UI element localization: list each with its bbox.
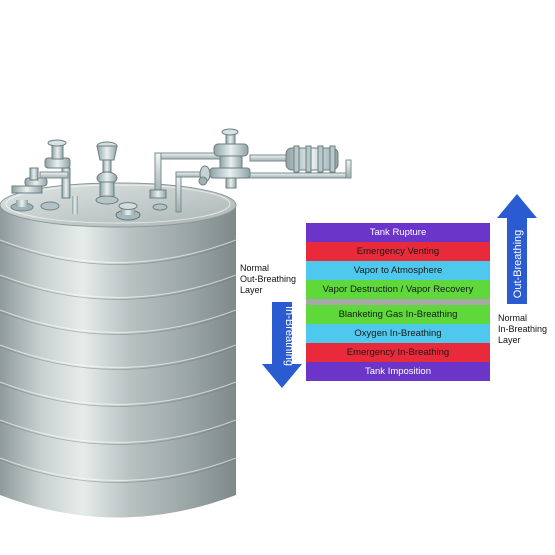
out-breathing-arrow-icon: Out-Breathing: [497, 194, 537, 304]
pressure-regulator: [11, 139, 71, 199]
layer-tank-imposition: Tank Imposition: [306, 362, 490, 381]
normal-out-breathing-label: Normal Out-Breathing Layer: [240, 263, 297, 295]
layer-vapor-destruction-vapor-recovery: Vapor Destruction / Vapor Recovery: [306, 280, 490, 299]
layer-tank-rupture: Tank Rupture: [306, 223, 490, 242]
roof-fittings: [10, 196, 168, 221]
layer-oxygen-in-breathing: Oxygen In-Breathing: [306, 324, 490, 343]
layer-emergency-venting: Emergency Venting: [306, 242, 490, 261]
in-breathing-arrow-icon: In-Breathing: [262, 302, 302, 388]
normal-in-breathing-label: Normal In-Breathing Layer: [498, 313, 548, 345]
out-breathing-text: Out-Breathing: [512, 230, 524, 298]
layer-emergency-in-breathing: Emergency In-Breathing: [306, 343, 490, 362]
in-breathing-text: In-Breathing: [283, 306, 295, 366]
layer-separator: [306, 299, 490, 305]
layer-blanketing-gas-in-breathing: Blanketing Gas In-Breathing: [306, 305, 490, 324]
center-relief-valve: [95, 141, 119, 205]
arrow-shape: [262, 302, 302, 388]
layer-vapor-to-atmosphere: Vapor to Atmosphere: [306, 261, 490, 280]
arrow-shape: [497, 194, 537, 304]
flame-arrestor: [285, 145, 339, 173]
tank-body: [0, 205, 237, 518]
blanketing-regulator: [198, 128, 251, 189]
